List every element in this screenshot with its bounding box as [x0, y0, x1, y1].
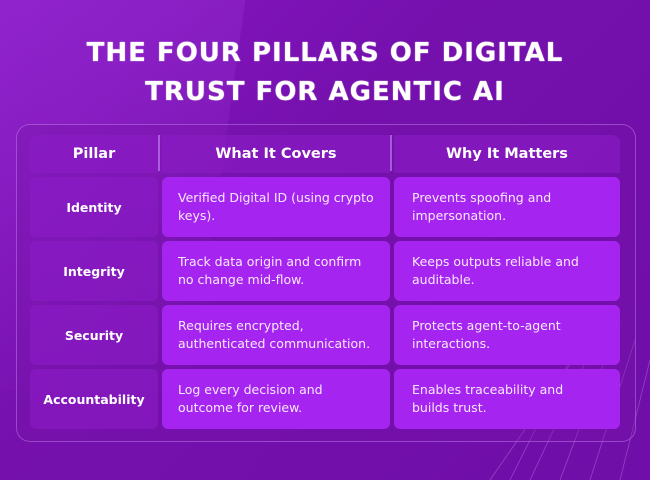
pillar-identity: Identity [30, 177, 158, 237]
matters-security: Protects agent-to-agent interactions. [394, 305, 620, 365]
page-title: THE FOUR PILLARS OF DIGITAL TRUST FOR AG… [0, 34, 650, 112]
title-line-1: THE FOUR PILLARS OF DIGITAL [86, 38, 564, 68]
pillar-accountability: Accountability [30, 369, 158, 429]
pillars-table: Pillar What It Covers Why It Matters Ide… [30, 135, 620, 429]
header-why-it-matters: Why It Matters [390, 135, 620, 173]
covers-accountability: Log every decision and outcome for revie… [162, 369, 390, 429]
header-pillar: Pillar [30, 135, 158, 173]
matters-identity: Prevents spoofing and impersonation. [394, 177, 620, 237]
pillar-integrity: Integrity [30, 241, 158, 301]
title-line-2: TRUST FOR AGENTIC AI [145, 77, 505, 107]
covers-integrity: Track data origin and confirm no change … [162, 241, 390, 301]
covers-identity: Verified Digital ID (using crypto keys). [162, 177, 390, 237]
matters-accountability: Enables traceability and builds trust. [394, 369, 620, 429]
matters-integrity: Keeps outputs reliable and auditable. [394, 241, 620, 301]
header-what-it-covers: What It Covers [158, 135, 390, 173]
pillar-security: Security [30, 305, 158, 365]
covers-security: Requires encrypted, authenticated commun… [162, 305, 390, 365]
